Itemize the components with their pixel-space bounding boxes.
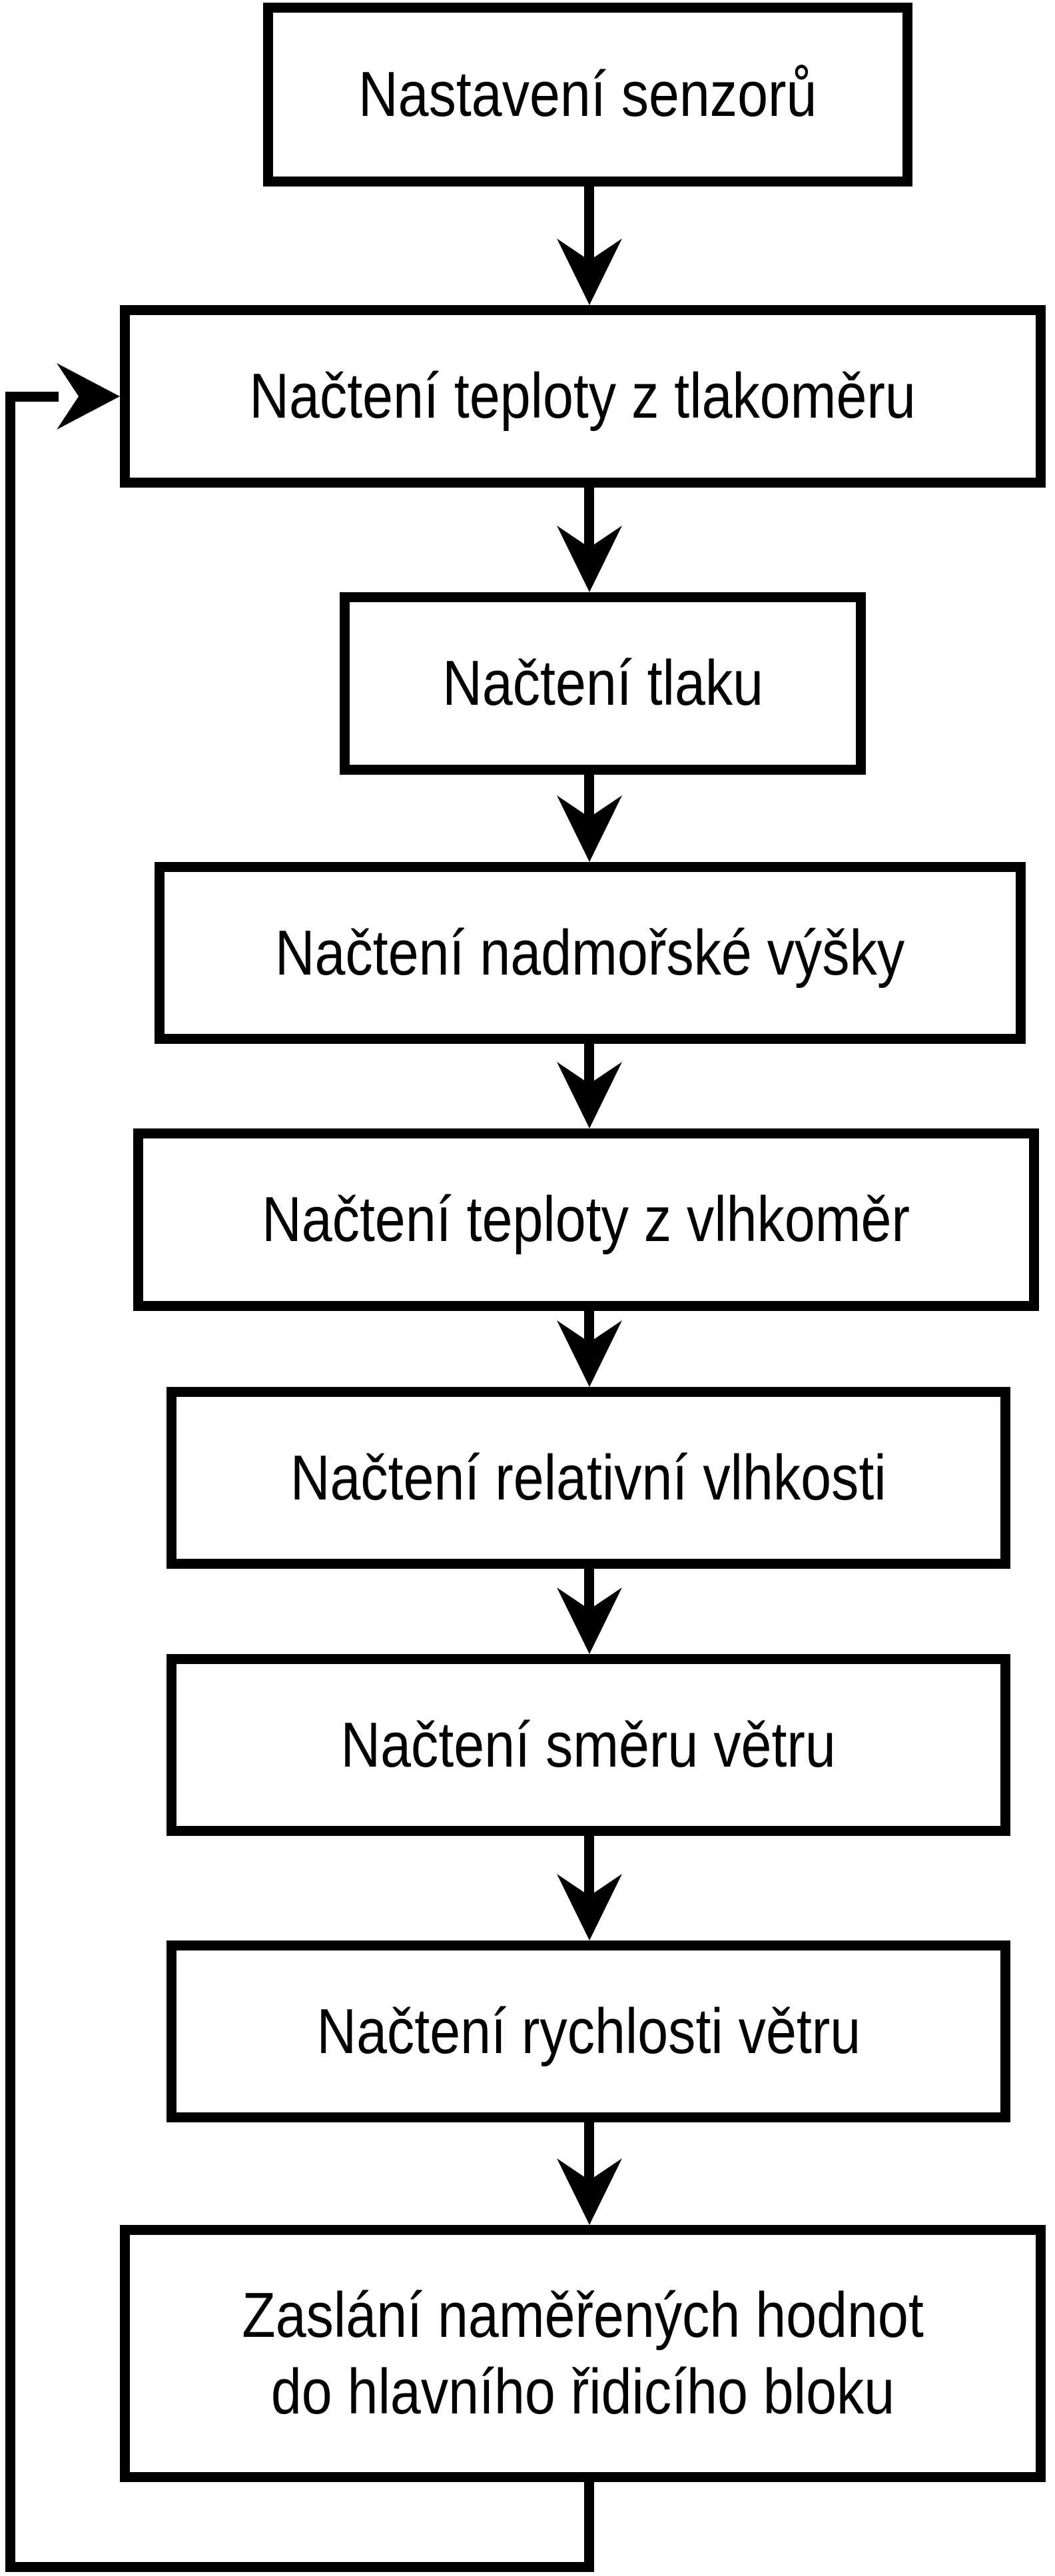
node-read-wind-speed-label: Načtení rychlosti větru: [316, 1995, 861, 2067]
edge-1-line: [584, 185, 594, 268]
node-read-temp-hygrometer: Načtení teploty z vlhkoměr: [133, 1128, 1039, 1311]
loopback-stub-line: [584, 2481, 594, 2572]
node-send-measured-values-line1: Zaslání naměřených hodnot: [242, 2279, 924, 2351]
node-read-wind-direction-label: Načtení směru větru: [340, 1709, 837, 1781]
edge-6-line: [584, 1567, 594, 1621]
edge-3-arrowhead-down-icon: [557, 795, 622, 862]
node-read-pressure-label: Načtení tlaku: [442, 647, 763, 719]
edge-2-arrowhead-down-icon: [557, 526, 622, 592]
loopback-top-line: [5, 392, 59, 402]
node-read-altitude-label: Načtení nadmořské výšky: [275, 917, 905, 989]
node-read-altitude: Načtení nadmořské výšky: [155, 862, 1026, 1044]
edge-7-arrowhead-down-icon: [557, 1874, 622, 1940]
node-send-measured-values-line2: do hlavního řidicího bloku: [270, 2356, 895, 2427]
loopback-bottom-line: [5, 2562, 594, 2572]
loopback-arrowhead-right-icon: [57, 363, 120, 430]
edge-4-line: [584, 1043, 594, 1092]
node-setup-sensors-label: Nastavení senzorů: [358, 59, 817, 131]
edge-4-arrowhead-down-icon: [557, 1062, 622, 1128]
edge-8-line: [584, 2121, 594, 2188]
node-read-wind-direction: Načtení směru větru: [167, 1654, 1010, 1836]
node-read-pressure: Načtení tlaku: [340, 592, 866, 775]
edge-7-line: [584, 1835, 594, 1905]
edge-2-line: [584, 486, 594, 556]
node-send-measured-values-label: Zaslání naměřených hodnot do hlavního ři…: [242, 2277, 923, 2430]
node-read-temp-barometer-label: Načtení teploty z tlakoměru: [249, 360, 916, 432]
edge-8-arrowhead-down-icon: [557, 2158, 622, 2225]
node-read-wind-speed: Načtení rychlosti větru: [167, 1940, 1010, 2122]
node-read-relative-humidity: Načtení relativní vlhkosti: [167, 1387, 1010, 1569]
edge-3-line: [584, 773, 594, 827]
edge-6-arrowhead-down-icon: [557, 1587, 622, 1654]
node-read-relative-humidity-label: Načtení relativní vlhkosti: [290, 1442, 886, 1513]
node-setup-sensors: Nastavení senzorů: [263, 3, 912, 187]
node-read-temp-hygrometer-label: Načtení teploty z vlhkoměr: [262, 1184, 910, 1256]
node-read-temp-barometer: Načtení teploty z tlakoměru: [120, 305, 1046, 488]
edge-5-arrowhead-down-icon: [557, 1320, 622, 1387]
loopback-left-line: [5, 392, 15, 2572]
edge-1-arrowhead-down-icon: [557, 238, 622, 305]
node-send-measured-values: Zaslání naměřených hodnot do hlavního ři…: [120, 2225, 1046, 2482]
